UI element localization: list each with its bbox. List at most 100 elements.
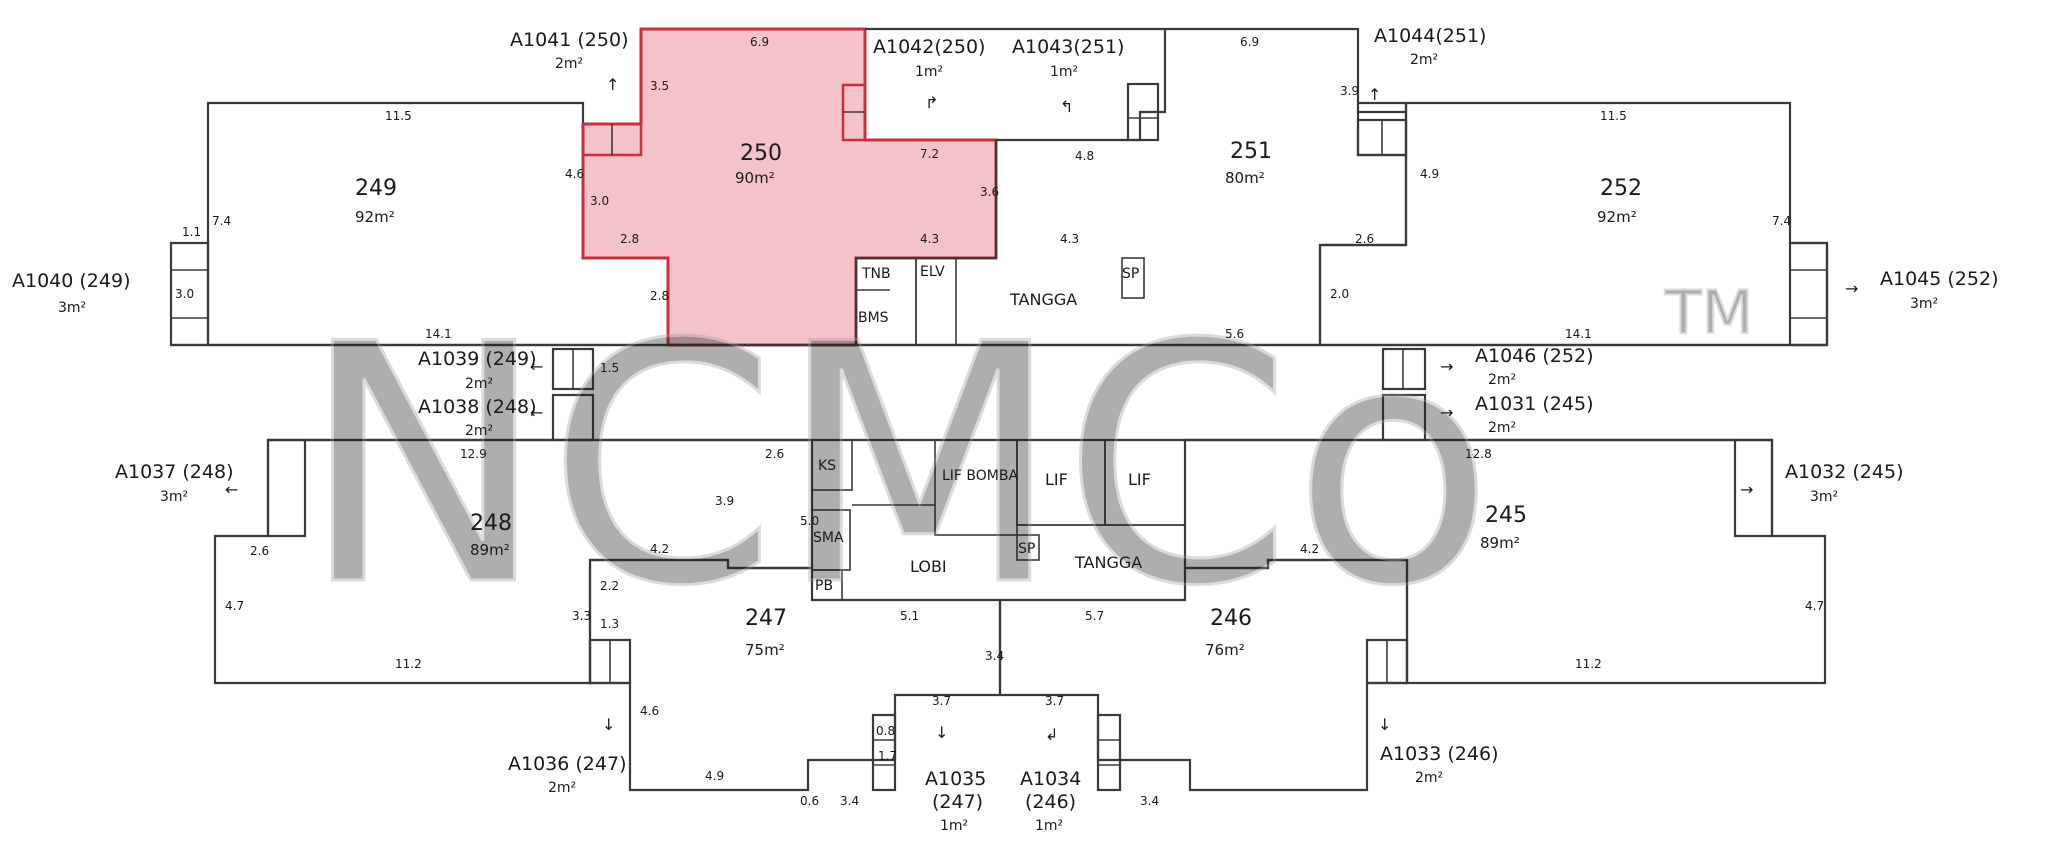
dim-34b: 3.4: [1140, 794, 1159, 808]
dim-06: 0.6: [800, 794, 819, 808]
a1045-area: 3m²: [1910, 296, 1938, 312]
dim-247-b: 4.9: [705, 769, 724, 783]
dim-245-h: 4.7: [1805, 599, 1824, 613]
a1032-box[interactable]: [1733, 438, 1774, 538]
a1039-area: 2m²: [465, 376, 493, 392]
arrow-up-icon: ↑: [1368, 85, 1381, 104]
a1044-area: 2m²: [1410, 52, 1438, 68]
unit-246-area: 76m²: [1205, 641, 1245, 659]
unit-250-num: 250: [740, 141, 782, 166]
dim-248-r: 4.2: [650, 542, 669, 556]
watermark-tm: TM: [1664, 278, 1753, 348]
dim-248-h: 4.7: [225, 599, 244, 613]
a1031-area: 2m²: [1488, 420, 1516, 436]
a1038-area: 2m²: [465, 423, 493, 439]
arrow-right-icon: →: [1740, 480, 1753, 499]
a1043-area: 1m²: [1050, 64, 1078, 80]
dim-252-right: 7.4: [1772, 214, 1791, 228]
dim-252-step: 2.6: [1355, 232, 1374, 246]
dim-249-bottom: 14.1: [425, 327, 452, 341]
sp-top-room: [1121, 257, 1145, 299]
dim-50: 5.0: [800, 514, 819, 528]
dim-252-top: 11.5: [1600, 109, 1627, 123]
arrow-right-icon: →: [1440, 403, 1453, 422]
a1042-code: A1042(250): [873, 36, 985, 58]
dim-250-top: 6.9: [750, 35, 769, 49]
a1035-sub: (247): [932, 791, 983, 813]
a1038-code: A1038 (248): [418, 396, 536, 418]
dim-250-w1: 2.8: [620, 232, 639, 246]
a1040-area: 3m²: [58, 300, 86, 316]
a1034-box[interactable]: [1096, 713, 1122, 792]
dim-247-l: 4.6: [640, 704, 659, 718]
dim-245-w: 4.2: [1300, 542, 1319, 556]
dim-250-right: 3.6: [980, 185, 999, 199]
a1034-code: A1034: [1020, 768, 1081, 790]
arrow-right-icon: →: [1845, 279, 1858, 298]
ks-room: [811, 439, 853, 491]
arrow-left-icon: ←: [530, 403, 543, 422]
dim-250-w2: 4.3: [920, 232, 939, 246]
room-sp-mid: SP: [1018, 541, 1035, 557]
unit-248-area: 89m²: [470, 541, 510, 559]
dim-34a: 3.4: [840, 794, 859, 808]
dim-15: 1.5: [600, 361, 619, 375]
arrow-down-icon: ↲: [1045, 725, 1058, 744]
arrow-right-icon: ↱: [925, 93, 938, 112]
a1039-code: A1039 (249): [418, 348, 536, 370]
a1035-box[interactable]: [871, 713, 897, 792]
a1037-box[interactable]: [266, 438, 307, 538]
dim-249-left: 7.4: [212, 214, 231, 228]
a1041-code: A1041 (250): [510, 29, 628, 51]
a1045-code: A1045 (252): [1880, 268, 1998, 290]
arrow-down-icon: ↓: [1378, 715, 1391, 734]
dim-22: 2.2: [600, 579, 619, 593]
dim-252-left: 4.9: [1420, 167, 1439, 181]
watermark-text: NCMCo: [300, 274, 1494, 658]
a1035-code: A1035: [925, 768, 986, 790]
dim-248-bot: 11.2: [395, 657, 422, 671]
arrow-down-icon: ↓: [602, 715, 615, 734]
arrow-left-icon: ↰: [1060, 97, 1073, 116]
a1034-area: 1m²: [1035, 818, 1063, 834]
room-tnb: TNB: [861, 266, 891, 282]
dim-245-bot: 11.2: [1575, 657, 1602, 671]
a1033-area: 2m²: [1415, 770, 1443, 786]
dim-37b: 3.7: [1045, 694, 1064, 708]
a1032-code: A1032 (245): [1785, 461, 1903, 483]
unit-247-outline[interactable]: [588, 558, 1002, 792]
room-ks: KS: [818, 458, 836, 474]
dim-250-left: 3.5: [650, 79, 669, 93]
a1040-code: A1040 (249): [12, 270, 130, 292]
a1033-code: A1033 (246): [1380, 743, 1498, 765]
dim-247-bot: 5.1: [900, 609, 919, 623]
dim-250-h1: 2.8: [650, 289, 669, 303]
dim-11: 1.1: [182, 225, 201, 239]
a1045-box[interactable]: [1788, 241, 1829, 347]
arrow-down-icon: ↓: [935, 723, 948, 742]
unit-249-area: 92m²: [355, 208, 395, 226]
a1041-area: 2m²: [555, 56, 583, 72]
unit-249-num: 249: [355, 176, 397, 201]
room-lif-1: LIF: [1045, 470, 1068, 489]
dim-08: 0.8: [876, 724, 895, 738]
sp-mid-room: [1016, 534, 1040, 561]
room-tangga-mid: TANGGA: [1074, 553, 1142, 572]
a1043-box[interactable]: [1126, 82, 1160, 142]
room-sp-top: SP: [1122, 266, 1139, 282]
room-lobi: LOBI: [910, 557, 947, 576]
a1046-box[interactable]: [1381, 347, 1427, 391]
room-tangga-top: TANGGA: [1009, 290, 1077, 309]
dim-249-top: 11.5: [385, 109, 412, 123]
dim-251-left: 3.9: [1340, 84, 1359, 98]
a1031-code: A1031 (245): [1475, 393, 1593, 415]
dim-20: 2.0: [1330, 287, 1349, 301]
dim-mid: 3.4: [985, 649, 1004, 663]
arrow-right-icon: →: [1440, 357, 1453, 376]
dim-17: 1.7: [878, 749, 897, 763]
dim-250-h2: 3.0: [590, 194, 609, 208]
a1034-sub: (246): [1025, 791, 1076, 813]
room-lif-bomba: LIF BOMBA: [942, 468, 1018, 484]
dim-13: 1.3: [600, 617, 619, 631]
